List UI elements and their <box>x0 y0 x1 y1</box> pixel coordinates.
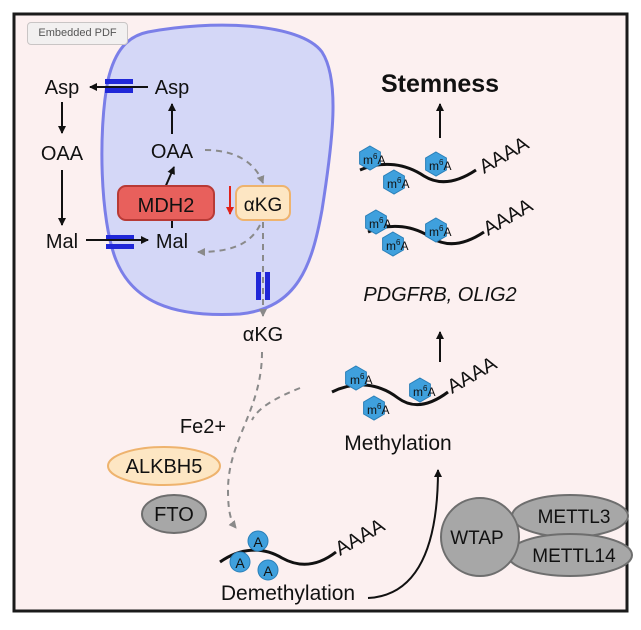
oaa-right-label: OAA <box>151 141 194 163</box>
svg-text:m6A: m6A <box>350 372 372 387</box>
alkbh5-label: ALKBH5 <box>126 456 203 478</box>
svg-text:A: A <box>235 555 245 571</box>
arrow-akg-to-mal <box>197 224 261 256</box>
m6a-site: m6A <box>365 209 391 235</box>
svg-text:m6A: m6A <box>367 402 389 417</box>
mettl14-label: METTL14 <box>532 546 616 567</box>
embedded-pdf-badge: Embedded PDF <box>27 22 128 45</box>
fe2-label: Fe2+ <box>180 416 226 438</box>
asp-left-label: Asp <box>45 77 79 99</box>
m6a-site: m6A <box>363 395 389 421</box>
svg-text:m6A: m6A <box>386 238 408 253</box>
transporter-mal <box>106 235 134 249</box>
unmethylated-a-site: A <box>247 530 269 552</box>
demethylation-label: Demethylation <box>221 582 355 605</box>
transporter-akg <box>256 272 270 300</box>
wtap-label: WTAP <box>450 528 503 549</box>
arrow-oaa-to-akg <box>204 149 265 184</box>
arrow-demethylation-to-methylation <box>367 469 442 599</box>
svg-text:A: A <box>263 563 273 579</box>
m6a-site: m6A <box>425 217 451 243</box>
mdh2-box <box>117 185 215 221</box>
arrow-akg-to-demethylation <box>226 351 263 529</box>
akg-outer-label: αKG <box>243 324 283 346</box>
svg-text:m6A: m6A <box>429 158 451 173</box>
svg-text:m6A: m6A <box>413 384 435 399</box>
akg-inner-label: αKG <box>244 195 282 216</box>
alkbh5-ellipse <box>107 446 221 486</box>
m6a-site: m6A <box>382 231 408 257</box>
mal-left-label: Mal <box>46 231 78 253</box>
m6a-site: m6A <box>409 377 435 403</box>
m6a-site: m6A <box>425 151 451 177</box>
genes-label: PDGFRB, OLIG2 <box>363 284 516 306</box>
svg-text:m6A: m6A <box>363 152 385 167</box>
svg-text:m6A: m6A <box>429 224 451 239</box>
asp-right-label: Asp <box>155 77 189 99</box>
oaa-left-label: OAA <box>41 143 84 165</box>
mdh2-label: MDH2 <box>138 195 195 217</box>
mettl3-label: METTL3 <box>538 507 611 528</box>
stemness-label: Stemness <box>381 70 499 98</box>
unmethylated-a-site: A <box>257 559 279 581</box>
m6a-site: m6A <box>345 365 372 391</box>
wtap-circle <box>440 497 520 577</box>
fto-ellipse <box>141 494 207 534</box>
svg-text:m6A: m6A <box>387 176 409 191</box>
unmethylated-a-site: A <box>229 551 251 573</box>
akg-box <box>235 185 291 221</box>
transporter-asp <box>105 79 133 93</box>
dash-methylation-link <box>251 387 301 421</box>
m6a-site: m6A <box>383 169 409 195</box>
fto-label: FTO <box>154 504 194 526</box>
mitochondrion <box>100 23 335 317</box>
methylation-label: Methylation <box>344 432 451 455</box>
svg-text:A: A <box>253 534 263 550</box>
svg-text:m6A: m6A <box>369 216 391 231</box>
m6a-site: m6A <box>359 145 385 171</box>
mal-right-label: Mal <box>156 231 188 253</box>
